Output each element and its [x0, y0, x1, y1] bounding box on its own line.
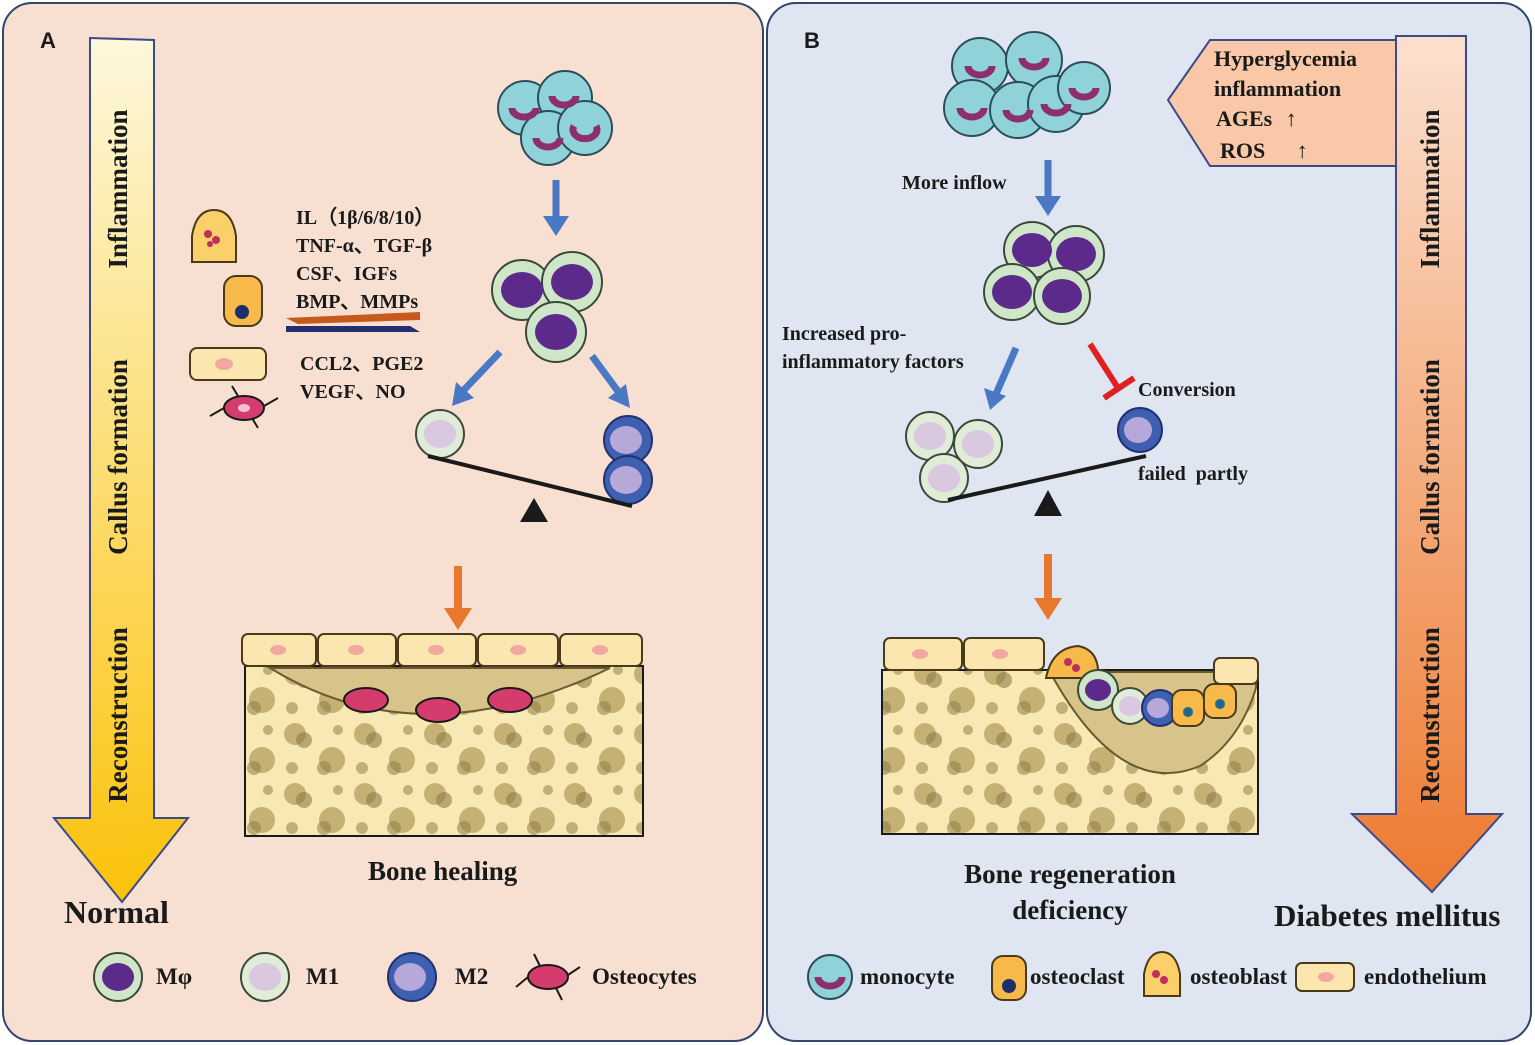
label-more-inflow: More inflow	[902, 172, 1007, 194]
stage-callus-b: Callus formation	[1415, 359, 1445, 555]
factor-bmp: BMP、MMPs	[296, 291, 419, 313]
bone-healing-illustration	[241, 633, 644, 837]
up-arrow-icon: ↑	[1285, 106, 1297, 131]
caption-b-line-2: deficiency	[1012, 895, 1128, 925]
factor-tnf: TNF-α、TGF-β	[296, 235, 433, 257]
bone-deficiency-illustration	[881, 637, 1259, 835]
legend-osteoclast: osteoclast	[1030, 964, 1125, 989]
increased-line-1: Increased pro-	[782, 323, 907, 345]
condition-diabetes: Diabetes mellitus	[1274, 898, 1501, 933]
legend-osteoblast: osteoblast	[1190, 964, 1288, 989]
arrow-to-m2	[589, 353, 630, 408]
m1-m2-balance-icon	[415, 409, 653, 522]
legend-m1: M1	[306, 964, 340, 989]
legend-osteocytes: Osteocytes	[592, 964, 697, 989]
up-arrow-icon: ↑	[1296, 138, 1308, 163]
factor-il: IL（1β/6/8/10）	[296, 207, 435, 229]
arrow-increased-m1	[984, 346, 1020, 410]
arrow-more-inflow	[1035, 160, 1061, 216]
legend-endothelium: endothelium	[1364, 964, 1487, 989]
endothelium-icon	[189, 347, 267, 381]
factor-vegf: VEGF、NO	[300, 381, 406, 403]
conversion-line-1: Conversion	[1138, 379, 1236, 401]
caption-bone-healing: Bone healing	[368, 856, 518, 886]
conversion-line-2: failed partly	[1138, 463, 1248, 485]
legend-macrophage: Mφ	[156, 964, 193, 989]
factor-csf: CSF、IGFs	[296, 263, 398, 285]
signalling-arrows	[286, 312, 420, 332]
risk-hyperglycemia: Hyperglycemia	[1214, 46, 1357, 71]
label-conversion-failed: Conversion failed partly	[1138, 320, 1248, 516]
stage-inflammation-b: Inflammation	[1415, 109, 1445, 269]
panel-b-letter: B	[804, 28, 820, 53]
macrophage-cluster-icon	[491, 251, 603, 363]
arrow-to-macrophages	[543, 180, 569, 236]
inhibition-symbol	[1087, 342, 1136, 401]
osteocyte-icon	[209, 385, 279, 429]
panel-a-letter: A	[40, 28, 56, 53]
osteoclast-icon	[223, 275, 263, 327]
legend-m2: M2	[455, 964, 489, 989]
legend-monocyte: monocyte	[860, 964, 955, 989]
arrow-to-bone-deficiency	[1034, 554, 1062, 620]
condition-normal: Normal	[64, 894, 169, 930]
cytokine-list-top: IL（1β/6/8/10） TNF-α、TGF-β CSF、IGFs BMP、M…	[296, 204, 434, 316]
risk-ages-label: AGEs	[1216, 106, 1273, 131]
timeline-arrow-diabetes	[1349, 35, 1505, 894]
legend-b-icons	[807, 950, 1355, 1001]
caption-b-line-1: Bone regeneration	[964, 859, 1176, 889]
risk-ages: AGEs ↑	[1216, 106, 1297, 132]
caption-bone-deficiency: Bone regeneration deficiency	[920, 856, 1220, 928]
arrow-to-bone-healing	[444, 566, 472, 630]
risk-factors-box	[1166, 39, 1397, 167]
stage-reconstruction-a: Reconstruction	[103, 627, 133, 803]
risk-factor-list: Hyperglycemia inflammation	[1214, 44, 1357, 104]
label-increased-factors: Increased pro- inflammatory factors	[782, 320, 964, 376]
risk-ros-label: ROS	[1220, 138, 1266, 163]
risk-inflammation: inflammation	[1214, 76, 1342, 101]
timeline-arrow-normal	[51, 36, 191, 904]
osteoblast-icon	[191, 208, 237, 263]
factor-ccl2: CCL2、PGE2	[300, 353, 424, 375]
m1-m2-imbalance-icon	[905, 407, 1163, 516]
monocyte-cluster-b-icon	[943, 31, 1111, 139]
cytokine-list-bottom: CCL2、PGE2 VEGF、NO	[300, 350, 423, 406]
legend-a-icons	[93, 952, 581, 1002]
stage-callus-a: Callus formation	[103, 359, 133, 555]
stage-reconstruction-b: Reconstruction	[1415, 627, 1445, 803]
stage-inflammation-a: Inflammation	[103, 109, 133, 269]
macrophage-cluster-b-icon	[983, 221, 1105, 325]
risk-ros: ROS ↑	[1220, 138, 1308, 164]
monocyte-cluster-icon	[497, 70, 613, 166]
increased-line-2: inflammatory factors	[782, 351, 964, 373]
arrow-to-m1	[452, 349, 503, 406]
